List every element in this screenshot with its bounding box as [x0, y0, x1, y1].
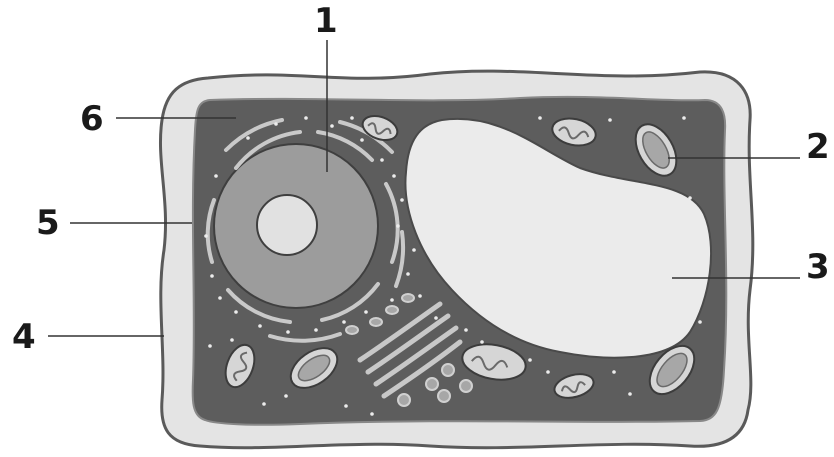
callout-5: 5 — [36, 206, 60, 240]
nucleolus — [257, 195, 317, 255]
callout-1: 1 — [314, 4, 338, 38]
callout-4: 4 — [12, 320, 36, 354]
callout-2: 2 — [806, 130, 830, 164]
callout-6: 6 — [80, 102, 104, 136]
callout-3: 3 — [806, 250, 830, 284]
